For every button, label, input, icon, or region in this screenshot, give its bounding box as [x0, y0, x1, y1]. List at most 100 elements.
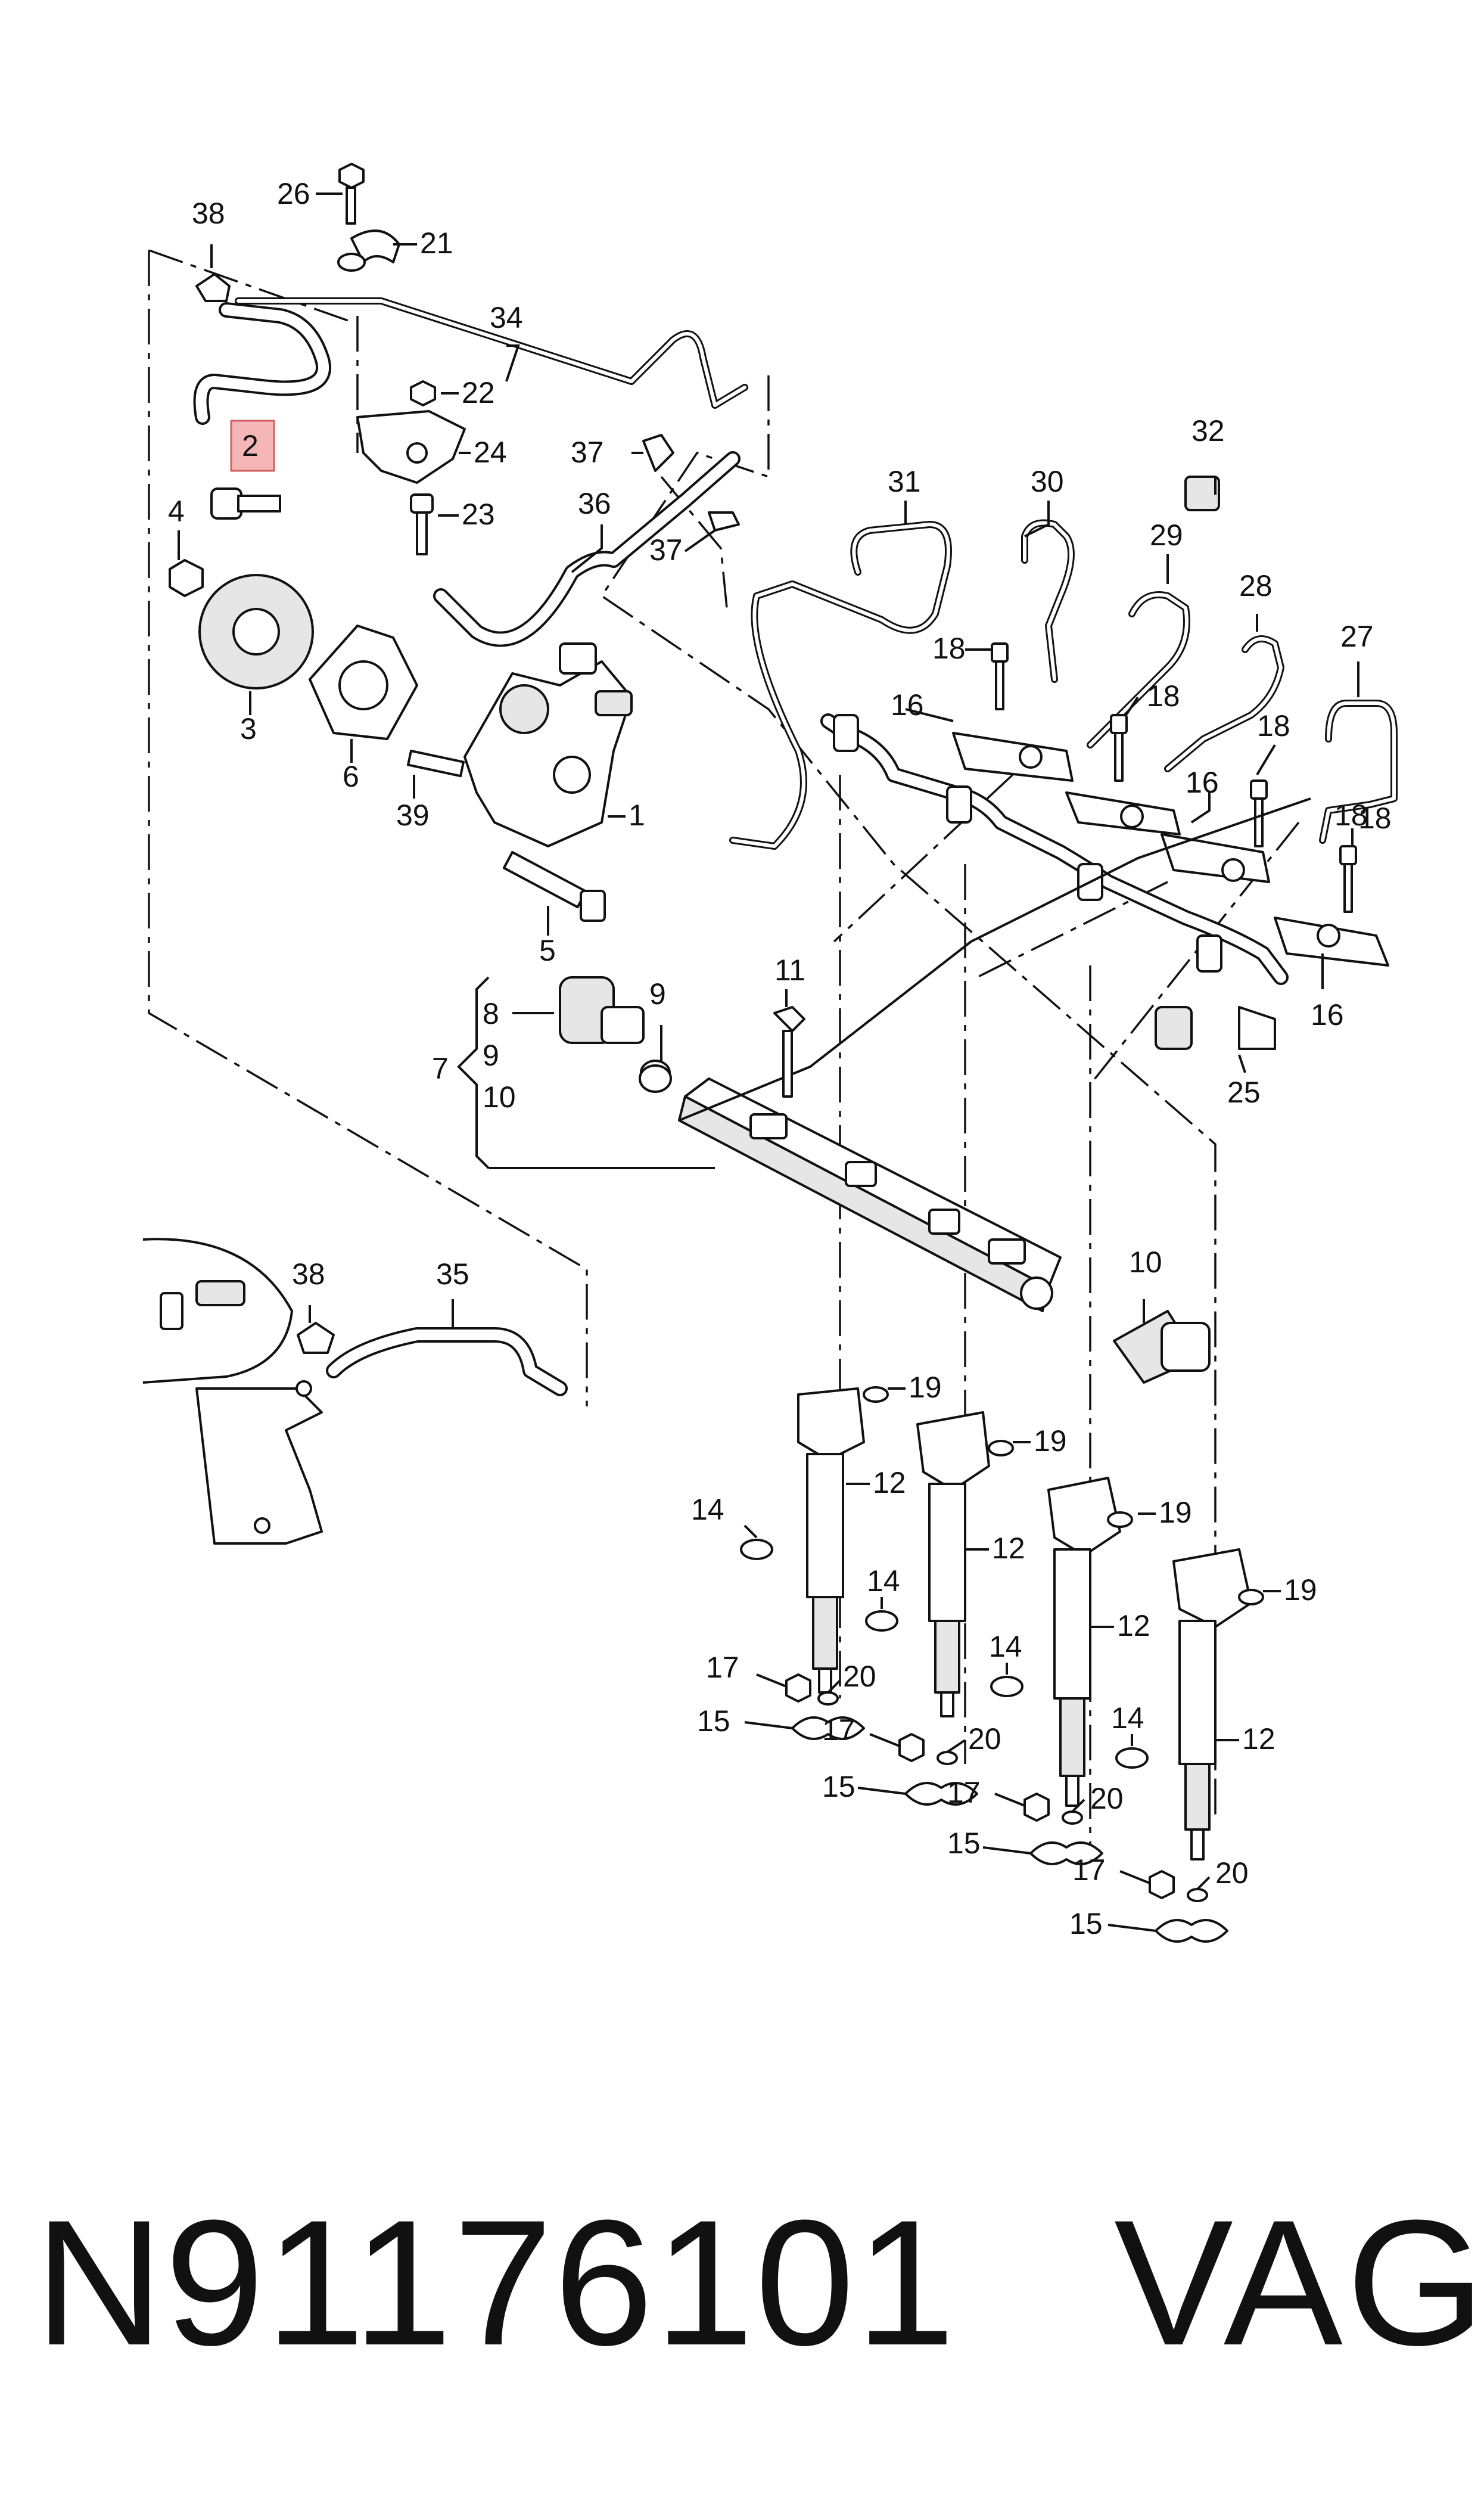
- callout-20-a: 20: [843, 1660, 876, 1693]
- callout-1: 1: [629, 799, 645, 832]
- callout-6: 6: [343, 760, 359, 793]
- bolt-2: [210, 487, 281, 520]
- fuel-tank-module: [142, 1238, 323, 1545]
- callout-15-b: 15: [822, 1770, 855, 1803]
- callout-38-bottom: 38: [292, 1257, 325, 1291]
- callout-3: 3: [240, 712, 257, 746]
- callout-12-b: 12: [992, 1532, 1025, 1565]
- callout-30: 30: [1031, 465, 1064, 498]
- bolt-39: [407, 750, 465, 778]
- callout-20-d: 20: [1215, 1856, 1249, 1890]
- callout-9-a: 9: [649, 977, 666, 1011]
- callout-16-b: 16: [1186, 766, 1219, 799]
- callout-37-a: 37: [571, 436, 604, 469]
- callout-21: 21: [420, 226, 453, 260]
- callout-12-d: 12: [1242, 1722, 1275, 1756]
- callout-18-d: 18: [1358, 802, 1392, 835]
- sprocket-3: [198, 574, 314, 689]
- fuel-rail: [678, 797, 1311, 1312]
- injector-2: [916, 1411, 990, 1717]
- callout-32: 32: [1191, 414, 1225, 448]
- ring-9: [639, 1064, 672, 1093]
- callout-12-a: 12: [873, 1466, 906, 1499]
- callout-38-top: 38: [192, 197, 225, 230]
- part-number: N91176101: [35, 2182, 957, 2383]
- bolt-26: [338, 163, 365, 225]
- callout-26: 26: [277, 177, 310, 210]
- callout-19-d: 19: [1284, 1573, 1317, 1607]
- callout-12-c: 12: [1117, 1609, 1150, 1642]
- callout-17-a: 17: [706, 1651, 739, 1684]
- pressure-sensor-10: [1113, 1310, 1211, 1384]
- clip-37-b: [708, 511, 740, 532]
- callout-labels: 26 21 38 34 22 24 2 23 37 36 37 4 3 6 39…: [168, 177, 1392, 1940]
- injectors-12: [797, 1387, 1252, 1860]
- assembly-guide-lines: [148, 249, 1300, 1847]
- bolt-5: [502, 851, 606, 922]
- injector-4: [1172, 1548, 1252, 1860]
- clip-38-top: [195, 273, 231, 302]
- fuel-hoses: [193, 297, 748, 1396]
- callout-8: 8: [483, 997, 499, 1030]
- callout-9-b: 9: [483, 1039, 499, 1072]
- callout-19-a: 19: [909, 1371, 942, 1404]
- callout-34: 34: [490, 301, 523, 334]
- highlight-box-2: [230, 420, 275, 472]
- callout-31: 31: [888, 465, 921, 498]
- callout-14-b: 14: [867, 1564, 900, 1598]
- leader-lines: [178, 192, 1359, 1932]
- callout-18-a: 18: [932, 632, 966, 665]
- callout-28: 28: [1239, 569, 1273, 602]
- callout-20-b: 20: [968, 1722, 1001, 1756]
- callout-10-a: 10: [483, 1080, 516, 1114]
- clip-38-bottom: [297, 1322, 335, 1354]
- callout-37-b: 37: [649, 533, 683, 567]
- callout-4: 4: [168, 495, 185, 528]
- callout-14-c: 14: [989, 1630, 1022, 1663]
- injector-1: [797, 1387, 865, 1694]
- callout-35: 35: [436, 1257, 469, 1291]
- high-pressure-pipes: [729, 519, 1398, 850]
- bolt-11: [773, 1006, 805, 1098]
- callout-15-a: 15: [697, 1704, 730, 1738]
- callout-18-b: 18: [1147, 679, 1180, 713]
- callout-17-d: 17: [1072, 1853, 1106, 1887]
- callout-18-c: 18: [1257, 709, 1290, 743]
- callout-17-c: 17: [947, 1776, 981, 1809]
- callout-16-d: 16: [1311, 998, 1344, 1032]
- clip-37-a: [642, 434, 674, 472]
- callout-24: 24: [474, 436, 507, 469]
- callout-18-e: 18: [1334, 799, 1368, 832]
- callout-11: 11: [774, 953, 805, 987]
- callout-29: 29: [1150, 518, 1183, 552]
- callout-14-a: 14: [691, 1493, 724, 1526]
- callout-17-b: 17: [822, 1713, 855, 1747]
- bracket-7: [457, 976, 715, 1169]
- callout-36: 36: [578, 487, 611, 520]
- callout-19-c: 19: [1159, 1496, 1192, 1529]
- brand-name: VAG: [1114, 2182, 1484, 2383]
- clip-21: [337, 229, 400, 272]
- injector-3: [1047, 1477, 1121, 1807]
- callout-23: 23: [462, 498, 495, 531]
- flange-6: [309, 625, 418, 740]
- callout-27: 27: [1340, 620, 1374, 653]
- callout-22: 22: [462, 376, 495, 409]
- callout-5: 5: [539, 934, 556, 967]
- bracket-24: [356, 410, 466, 484]
- clip-32: [1184, 476, 1220, 511]
- return-line-25: [820, 713, 1289, 1050]
- callout-15-d: 15: [1069, 1907, 1103, 1940]
- bolt-23: [410, 493, 434, 555]
- callout-16-a: 16: [891, 688, 924, 722]
- callout-20-c: 20: [1090, 1782, 1124, 1815]
- exploded-parts-diagram: 26 21 38 34 22 24 2 23 37 36 37 4 3 6 39…: [142, 163, 1398, 1943]
- callout-7: 7: [432, 1052, 449, 1085]
- bolt-22: [410, 380, 436, 406]
- bolts-18: [991, 642, 1357, 913]
- injector-hardware: [740, 1386, 1264, 1943]
- callout-2: 2: [242, 429, 259, 462]
- gaskets-16: [952, 732, 1389, 967]
- callout-15-c: 15: [947, 1827, 981, 1860]
- callout-14-d: 14: [1111, 1701, 1144, 1735]
